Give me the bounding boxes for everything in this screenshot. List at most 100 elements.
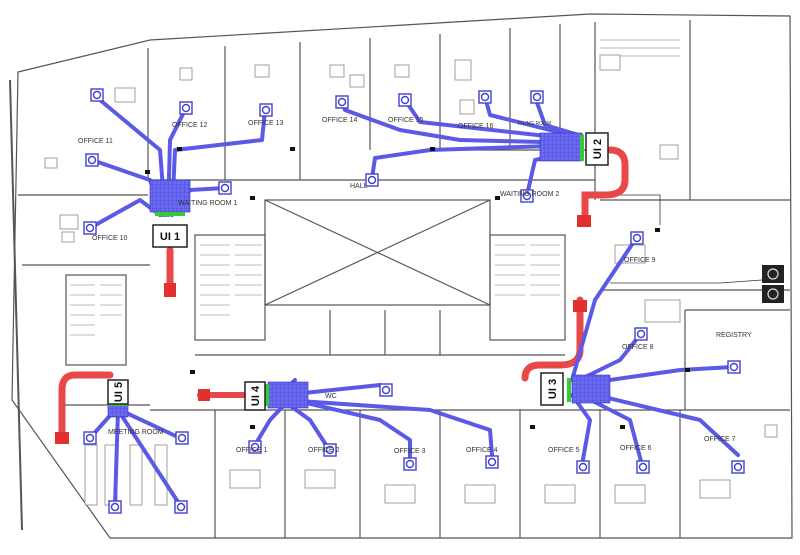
- diffuser-core: [400, 95, 410, 105]
- connector-ui3: [567, 378, 571, 402]
- diffuser-core: [176, 502, 186, 512]
- diffuser: [630, 231, 644, 245]
- thermostat: [495, 196, 500, 200]
- refrigerant-line: [610, 194, 661, 225]
- ui5-label: UI 5: [113, 382, 125, 402]
- diffuser-core: [636, 329, 646, 339]
- label-meeting-room: MEETING ROOM: [108, 429, 164, 436]
- return-grille: [198, 389, 210, 401]
- indoor-unit-ui2: UI 2: [585, 132, 609, 166]
- label-hall: HALL: [350, 183, 368, 190]
- diffuser-core: [220, 183, 230, 193]
- thermostat: [145, 170, 150, 174]
- diffuser: [323, 443, 337, 457]
- label-office-9: OFFICE 9: [624, 257, 656, 264]
- ui5-box: [107, 379, 129, 405]
- meeting-table: [84, 444, 98, 506]
- desk: [229, 469, 261, 489]
- indoor-units: UI 1 UI 2 UI 3 UI 4 UI 5: [107, 132, 609, 411]
- thermostat: [685, 368, 690, 372]
- supply-duct: [88, 198, 162, 230]
- supply-duct: [573, 333, 642, 384]
- thermostat: [430, 147, 435, 151]
- thermostats: [145, 147, 690, 429]
- diffuser-core: [522, 191, 532, 201]
- diffuser: [520, 189, 534, 203]
- chair: [349, 74, 365, 88]
- chair: [61, 231, 75, 243]
- label-waiting-room-1: WAITING ROOM 1: [178, 200, 237, 207]
- desk: [544, 484, 576, 504]
- outdoor-unit: [762, 265, 784, 283]
- chair: [179, 67, 193, 81]
- supply-duct: [283, 398, 494, 457]
- supply-duct: [570, 393, 592, 467]
- diffuser: [83, 431, 97, 445]
- diffuser: [398, 93, 412, 107]
- chair: [329, 64, 345, 78]
- diffuser: [634, 327, 648, 341]
- supply-plenums: [107, 132, 611, 418]
- stair-southwest: [65, 274, 127, 366]
- desk: [459, 99, 475, 115]
- ui4-box: [244, 381, 266, 411]
- desk: [59, 214, 79, 230]
- outdoor-unit: [762, 285, 784, 303]
- label-wc: WC: [325, 393, 337, 400]
- diffuser-core: [181, 103, 191, 113]
- indoor-unit-ui3: UI 3: [540, 372, 564, 406]
- refrigerant-line: [610, 279, 763, 284]
- plenum-ui4: [267, 381, 309, 409]
- label-waiting-room-2: WAITING ROOM 2: [500, 191, 559, 198]
- chair: [254, 64, 270, 78]
- wc-fixture: [764, 424, 778, 438]
- diffuser: [179, 101, 193, 115]
- chair: [44, 157, 58, 169]
- diffuser: [636, 460, 650, 474]
- diffuser-core: [92, 90, 102, 100]
- plenum-ui2: [539, 132, 583, 162]
- outdoor-units: [610, 194, 784, 303]
- stair-west: [194, 234, 266, 341]
- connector-ui2: [580, 135, 584, 161]
- label-office-1: OFFICE 1: [236, 447, 268, 454]
- diffuser: [174, 500, 188, 514]
- ui3-box: [540, 372, 564, 406]
- thermostat: [177, 147, 182, 151]
- diffuser-core: [532, 92, 542, 102]
- supply-duct: [533, 95, 584, 138]
- label-office-8: OFFICE 8: [622, 344, 654, 351]
- return-grille: [55, 432, 69, 444]
- diffuser: [83, 221, 97, 235]
- return-grille: [164, 283, 176, 297]
- label-office-14: OFFICE 14: [322, 117, 358, 124]
- supply-duct: [118, 408, 182, 440]
- return-grilles: [55, 215, 591, 444]
- diffuser: [259, 103, 273, 117]
- ui1-label: UI 1: [160, 231, 180, 243]
- diffuser-core: [325, 445, 335, 455]
- diffuser-core: [578, 462, 588, 472]
- desk: [644, 299, 681, 323]
- label-office-5: OFFICE 5: [548, 447, 580, 454]
- desk: [114, 87, 136, 103]
- diffuser-core: [487, 457, 497, 467]
- label-office-10: OFFICE 10: [92, 235, 128, 242]
- diffuser-core: [729, 362, 739, 372]
- diffuser-core: [87, 155, 97, 165]
- diffuser: [530, 90, 544, 104]
- label-office-16: OFFICE 16: [458, 123, 494, 130]
- plenum-ui1: [149, 179, 191, 213]
- west-wall: [9, 79, 23, 531]
- supply-duct: [403, 98, 584, 142]
- diffuser-core: [85, 223, 95, 233]
- desk: [384, 484, 416, 504]
- label-office-4: OFFICE 4: [466, 447, 498, 454]
- wc-fixture: [599, 54, 621, 71]
- atrium-cross: [264, 199, 491, 306]
- supply-duct: [253, 402, 287, 447]
- diffuser-core: [733, 462, 743, 472]
- supply-duct: [116, 408, 182, 507]
